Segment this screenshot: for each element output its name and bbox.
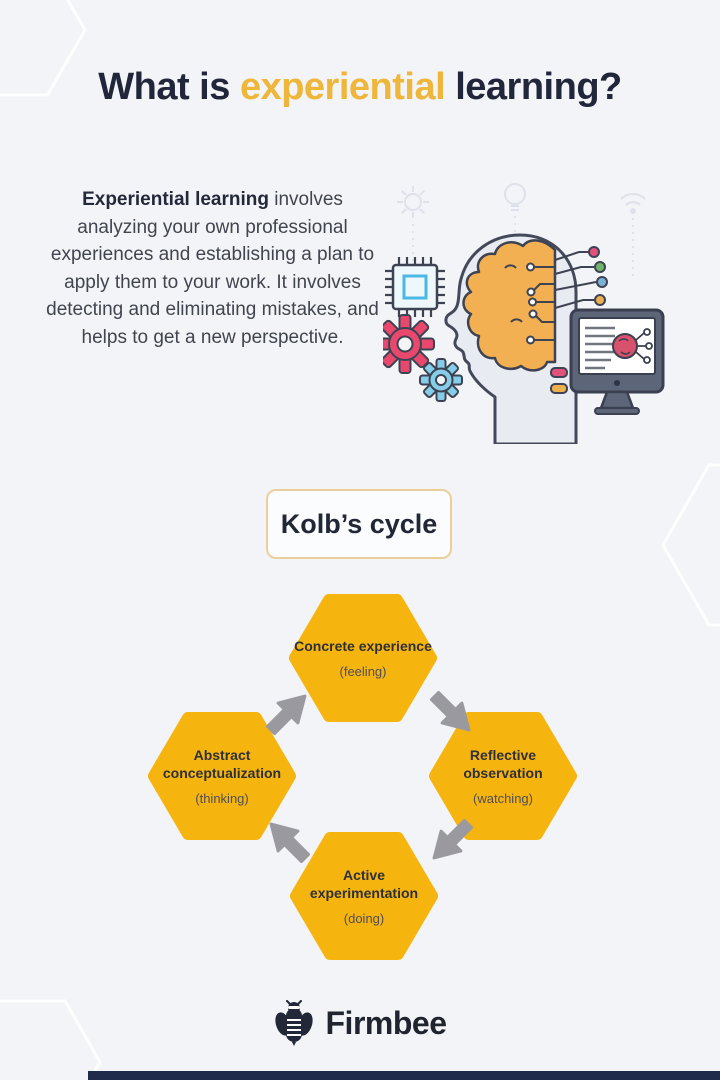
title-prefix: What is xyxy=(98,66,230,108)
monitor-brain-icon xyxy=(569,308,665,415)
arrow-top-to-right-icon xyxy=(420,681,484,745)
hexagon-shape xyxy=(148,712,296,840)
cycle-step-abstract-conceptualization: Abstract conceptualization (thinking) xyxy=(148,710,296,842)
step-subtitle: (doing) xyxy=(343,911,385,927)
title-highlight: experiential xyxy=(239,66,446,108)
arrow-right-to-bottom-icon xyxy=(419,809,483,873)
gear-pink-icon xyxy=(375,314,435,374)
step-subtitle: (feeling) xyxy=(339,664,387,680)
cycle-step-active-experimentation: Active experimentation (doing) xyxy=(290,830,438,962)
brand-name: Firmbee xyxy=(325,1004,447,1041)
bottom-accent-bar xyxy=(88,1071,720,1080)
intro-body: involves analyzing your own professional… xyxy=(46,189,379,348)
title-suffix: learning? xyxy=(455,66,622,108)
gear-blue-icon xyxy=(419,358,463,402)
kolb-cycle-label: Kolb’s cycle xyxy=(280,508,438,539)
arrow-left-to-top-icon xyxy=(256,681,320,745)
step-subtitle: (watching) xyxy=(473,791,533,807)
step-title: Abstract conceptualization xyxy=(162,746,282,781)
intro-paragraph: Experiential learning involves analyzing… xyxy=(45,186,380,351)
cycle-step-concrete-experience: Concrete experience (feeling) xyxy=(289,592,437,724)
step-title: Concrete experience xyxy=(294,637,432,654)
hexagon-shape xyxy=(290,832,438,960)
hexagon-shape xyxy=(429,712,577,840)
gear-outline-icon xyxy=(397,186,429,264)
step-subtitle: (thinking) xyxy=(195,791,249,807)
footer-brand: Firmbee xyxy=(0,1000,720,1046)
hexagon-shape xyxy=(289,594,437,722)
arrow-bottom-to-left-icon xyxy=(256,809,320,873)
head-brain-illustration xyxy=(375,172,675,446)
bee-icon xyxy=(274,1000,313,1046)
intro-lead: Experiential learning xyxy=(82,189,269,210)
lightbulb-outline-icon xyxy=(504,183,526,232)
kolb-cycle-label-box: Kolb’s cycle xyxy=(266,489,452,559)
page-title: What is experiential learning? xyxy=(0,66,720,109)
step-title: Active experimentation xyxy=(309,866,419,901)
microchip-icon xyxy=(385,257,445,317)
wifi-outline-icon xyxy=(620,193,646,278)
cycle-step-reflective-observation: Reflective observation (watching) xyxy=(429,710,577,842)
step-title: Reflective observation xyxy=(463,746,543,781)
